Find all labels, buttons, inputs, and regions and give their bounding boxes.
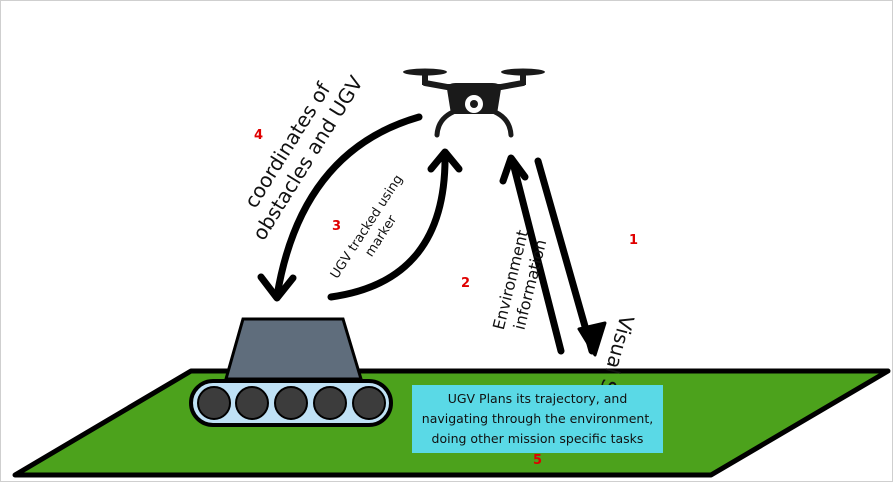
step-number-5: 5 [533,453,543,468]
arrow-coordinates [273,113,423,300]
ugv-wheel [313,386,347,420]
task-description-text: UGV Plans its trajectory, and navigating… [421,391,654,446]
step-number-1: 1 [629,233,639,248]
arrow-ugv-tracked [327,150,449,301]
arrowhead-environment-info [499,154,529,185]
ugv-wheel [197,386,231,420]
task-description-box: UGV Plans its trajectory, and navigating… [412,385,663,453]
arrowhead-visual-slam [577,321,607,357]
ugv-wheel [274,386,308,420]
step-number-2: 2 [461,276,471,291]
arrow-visual-slam [534,157,596,355]
arrowhead-coordinates [257,273,297,302]
arrowhead-ugv-tracked [427,148,463,173]
ugv-icon [189,317,393,427]
ugv-wheel [352,386,386,420]
drone-icon [403,68,545,138]
arrow-environment-info [509,159,565,355]
step-number-4: 4 [254,128,264,143]
step-number-3: 3 [332,219,342,234]
ugv-wheel [235,386,269,420]
ugv-body [224,317,364,381]
